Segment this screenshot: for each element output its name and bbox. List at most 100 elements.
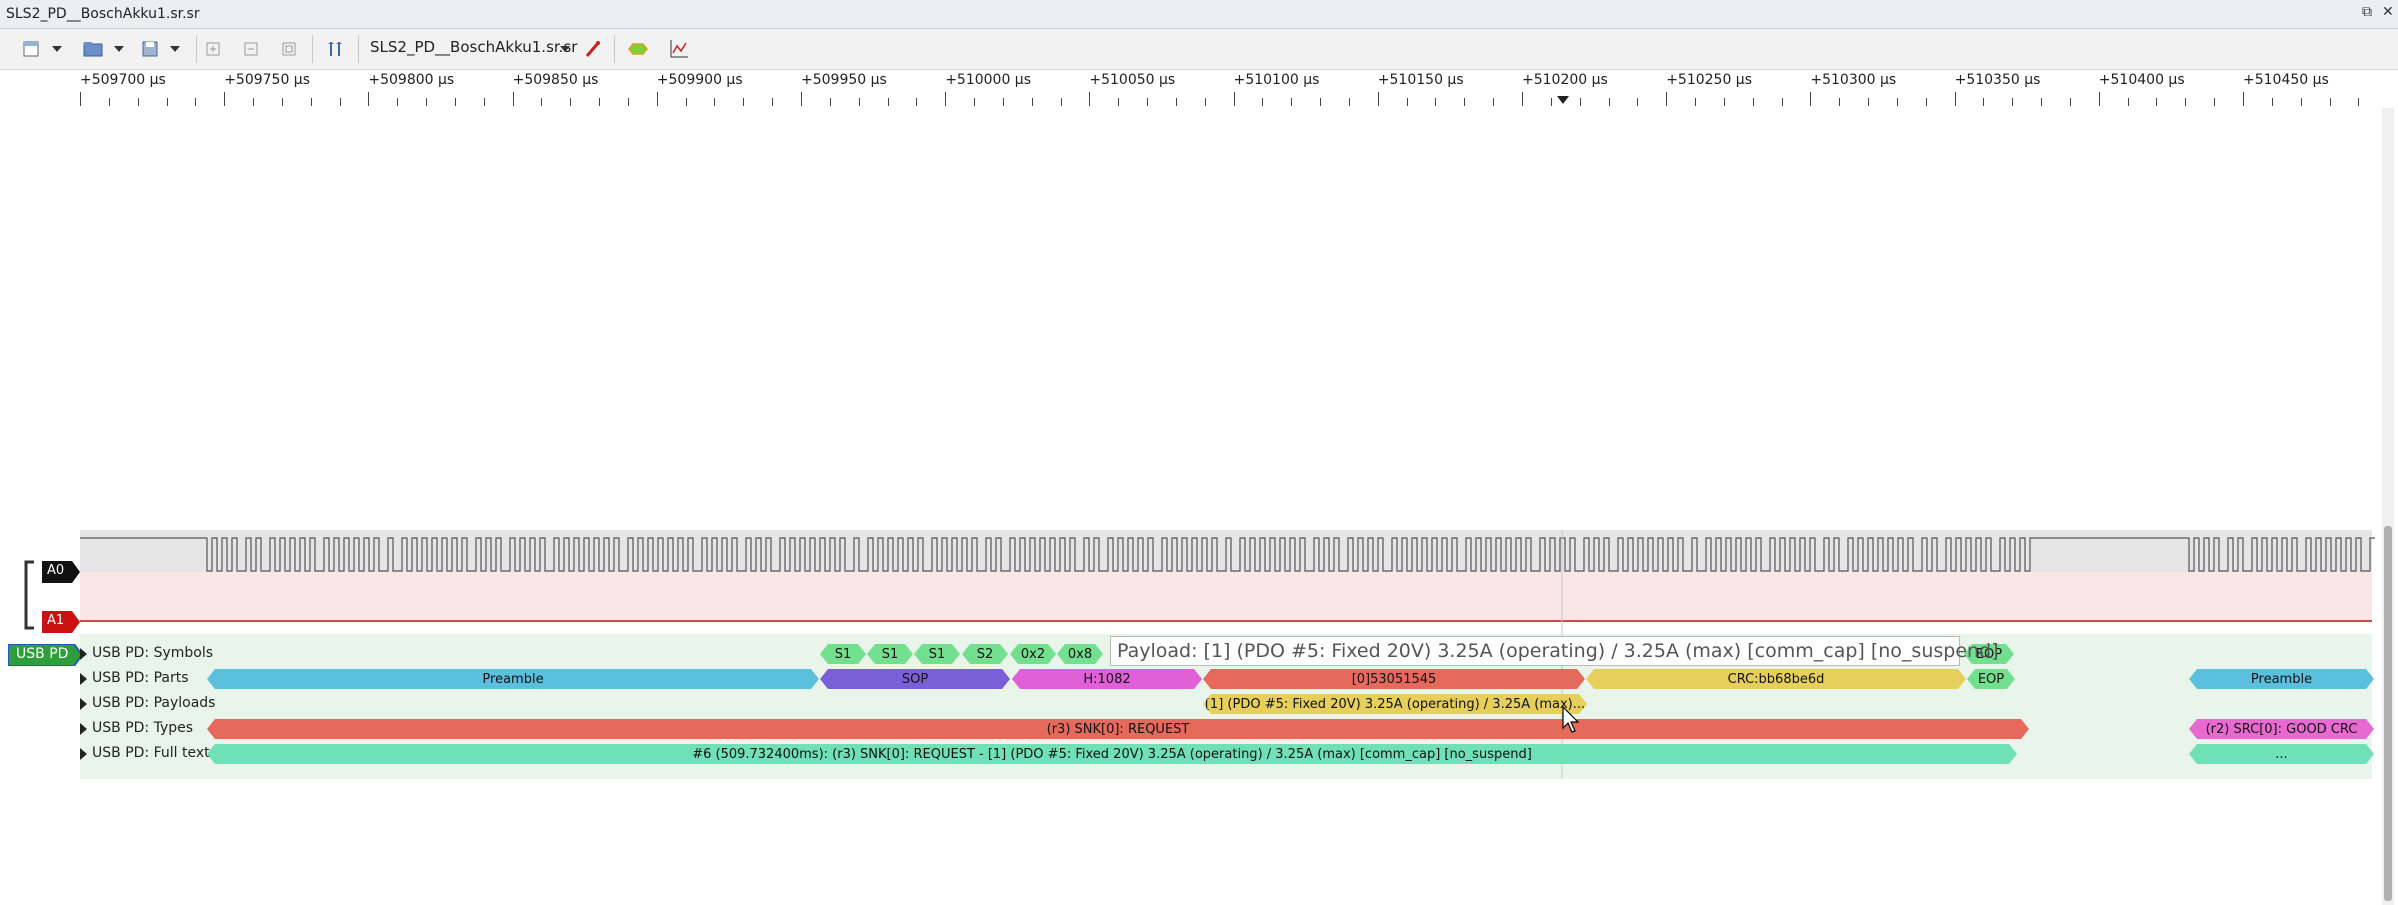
ruler-label: +509850 µs [512, 72, 599, 88]
ruler-tick [2041, 98, 2043, 106]
ruler-tick [1377, 92, 1379, 106]
session-dropdown-icon[interactable] [560, 46, 570, 52]
session-selector[interactable]: SLS2_PD__BoschAkku1.sr.sr [370, 38, 578, 56]
ruler-tick [685, 98, 687, 106]
ruler-tick [224, 92, 226, 106]
open-icon[interactable] [80, 37, 106, 61]
row-expand-parts-icon[interactable] [80, 673, 87, 685]
a0-trace [80, 537, 2375, 572]
ruler-tick [397, 98, 399, 106]
channel-a1-background [80, 572, 2372, 622]
ruler-tick [916, 98, 918, 106]
zoom-fit-icon[interactable] [276, 37, 302, 61]
new-session-dropdown-icon[interactable] [52, 46, 62, 52]
cursor-marker-icon[interactable] [1557, 96, 1569, 104]
ruler-label: +509750 µs [224, 72, 311, 88]
payload-tooltip: Payload: [1] (PDO #5: Fixed 20V) 3.25A (… [1110, 636, 1999, 666]
vertical-scrollbar[interactable] [2382, 108, 2394, 905]
channel-tag-a1[interactable] [42, 611, 82, 633]
symbol-annotation[interactable]: EOP [1964, 644, 2014, 664]
symbol-annotation[interactable]: S1 [914, 644, 960, 664]
probe-icon[interactable] [580, 37, 606, 61]
open-dropdown-icon[interactable] [114, 46, 124, 52]
scrollbar-thumb[interactable] [2384, 526, 2392, 901]
ruler-tick [1406, 98, 1408, 106]
ruler-tick [1118, 98, 1120, 106]
symbol-annotation[interactable]: 0x2 [1010, 644, 1056, 664]
ruler-tick [2271, 98, 2273, 106]
ruler-tick [1868, 98, 1870, 106]
ruler-tick [80, 92, 81, 106]
ruler-label: +510000 µs [945, 72, 1032, 88]
row-label-fulltext: USB PD: Full text [92, 745, 210, 761]
ruler-tick [772, 98, 774, 106]
ruler-tick [801, 92, 802, 106]
ruler-tick [743, 98, 745, 106]
part-preamble[interactable]: Preamble [207, 669, 819, 689]
new-session-icon[interactable] [18, 37, 44, 61]
save-icon[interactable] [138, 37, 164, 61]
channel-tag-a0[interactable] [42, 561, 82, 583]
ruler-tick [1666, 92, 1668, 106]
type-good-crc[interactable]: (r2) SRC[0]: GOOD CRC [2189, 719, 2374, 739]
toolbar-separator [358, 35, 359, 63]
ruler-tick [1089, 92, 1091, 106]
ruler-tick [656, 92, 658, 106]
save-dropdown-icon[interactable] [170, 46, 180, 52]
ruler-tick [1723, 98, 1725, 106]
ruler-tick [1983, 98, 1985, 106]
part-data-object[interactable]: [0]53051545 [1203, 669, 1585, 689]
toolbar-separator [196, 35, 197, 63]
ruler-tick [1954, 92, 1956, 106]
type-request[interactable]: (r3) SNK[0]: REQUEST [207, 719, 2029, 739]
ruler-tick [2185, 98, 2187, 106]
part-preamble[interactable]: Preamble [2189, 669, 2374, 689]
channel-a0-label: A0 [47, 563, 65, 578]
ruler-tick [1896, 98, 1898, 106]
ruler-label: +509900 µs [656, 72, 743, 88]
part-eop[interactable]: EOP [1967, 669, 2015, 689]
ruler-tick [599, 98, 601, 106]
fulltext-annotation[interactable]: #6 (509.732400ms): (r3) SNK[0]: REQUEST … [207, 744, 2017, 764]
ruler-tick [368, 92, 370, 106]
close-icon[interactable]: ✕ [2382, 4, 2394, 20]
row-label-parts: USB PD: Parts [92, 670, 189, 686]
ruler-tick [1493, 98, 1495, 106]
ruler-tick [2300, 98, 2302, 106]
row-expand-symbols-icon[interactable] [80, 648, 87, 660]
symbol-annotation[interactable]: S1 [820, 644, 866, 664]
ruler-tick [1262, 98, 1264, 106]
ruler-tick [512, 92, 514, 106]
row-label-payloads: USB PD: Payloads [92, 695, 216, 711]
symbol-annotation[interactable]: 0x8 [1057, 644, 1103, 664]
decoder-tag[interactable] [8, 644, 84, 666]
row-label-symbols: USB PD: Symbols [92, 645, 214, 661]
decoder-icon[interactable] [625, 37, 651, 61]
restore-icon[interactable]: ⧉ [2362, 4, 2372, 20]
row-expand-payloads-icon[interactable] [80, 698, 87, 710]
ruler-label: +509700 µs [80, 72, 166, 88]
ruler-tick [2214, 98, 2216, 106]
symbol-annotation[interactable]: S2 [962, 644, 1008, 664]
row-expand-fulltext-icon[interactable] [80, 748, 87, 760]
part-header[interactable]: H:1082 [1012, 669, 1202, 689]
symbol-annotation[interactable]: S1 [867, 644, 913, 664]
row-expand-types-icon[interactable] [80, 723, 87, 735]
fulltext-annotation[interactable]: ... [2189, 744, 2374, 764]
main-toolbar: SLS2_PD__BoschAkku1.sr.sr [0, 29, 2398, 70]
decoder-tag-label: USB PD [16, 646, 69, 662]
ruler-tick [1839, 98, 1841, 106]
ruler-label: +510200 µs [1522, 72, 1608, 88]
ruler-tick [1002, 98, 1004, 106]
math-icon[interactable] [666, 37, 692, 61]
ruler-tick [310, 98, 312, 106]
payload-annotation[interactable]: [1] (PDO #5: Fixed 20V) 3.25A (operating… [1203, 694, 1587, 714]
time-ruler[interactable]: +509700 µs+509750 µs+509800 µs+509850 µs… [0, 70, 2398, 108]
part-crc[interactable]: CRC:bb68be6d [1586, 669, 1966, 689]
cursor-icon[interactable] [322, 37, 348, 61]
zoom-in-icon[interactable] [200, 37, 226, 61]
ruler-tick [195, 98, 197, 106]
ruler-tick [1320, 98, 1322, 106]
part-sop[interactable]: SOP [820, 669, 1010, 689]
zoom-out-icon[interactable] [238, 37, 264, 61]
